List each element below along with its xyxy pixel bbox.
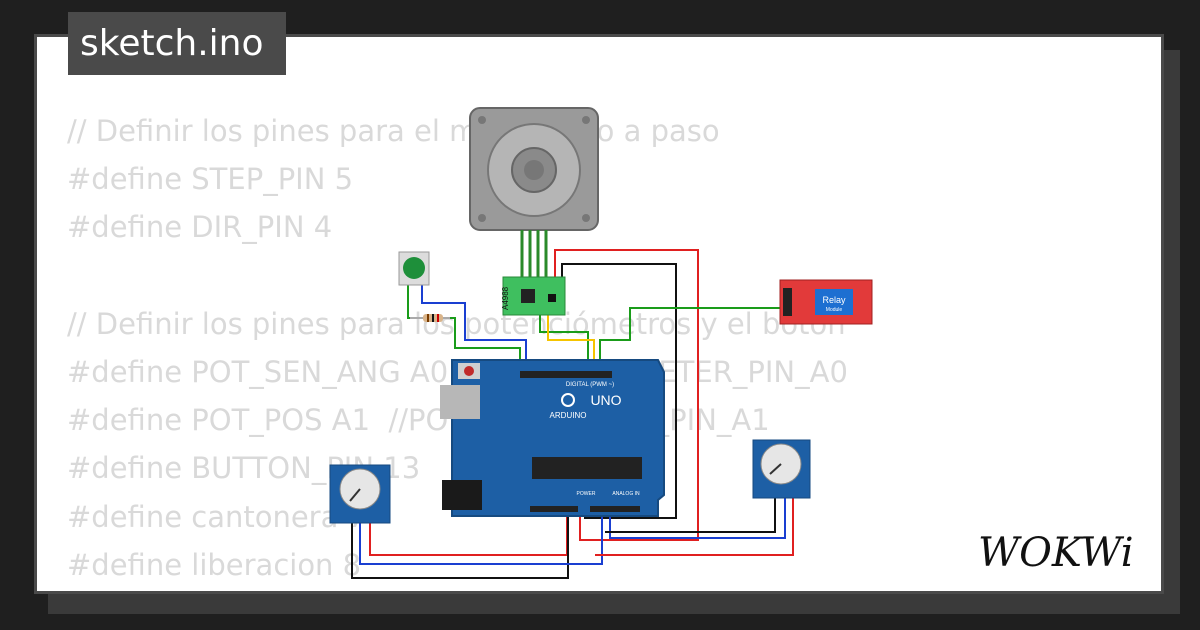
arduino-uno-board[interactable]: DIGITAL (PWM ~) UNO ARDUINO POWER ANALOG…: [440, 359, 665, 517]
arduino-model-label: UNO: [590, 392, 621, 408]
arduino-brand-label: ARDUINO: [550, 411, 587, 420]
code-line: #define BUTTON_PIN 13: [67, 451, 421, 486]
push-button[interactable]: [398, 251, 430, 286]
code-line: #define DIR_PIN 4: [67, 210, 333, 245]
wire-red-pot-left: [369, 512, 568, 556]
wire-blue-pot-right: [609, 498, 786, 539]
wire-black-pot-left: [351, 515, 569, 579]
code-line: #define STEP_PIN 5: [67, 162, 354, 197]
relay-module[interactable]: Relay Module: [779, 279, 873, 325]
digital-header-label: DIGITAL (PWM ~): [566, 382, 614, 388]
wire-blue-pot-left: [359, 512, 603, 565]
resistor: [410, 314, 450, 322]
a4988-driver[interactable]: A4988: [501, 276, 566, 316]
infinity-logo-icon: [561, 393, 575, 407]
driver-label: A4988: [501, 286, 510, 310]
relay-sub-label: Module: [826, 307, 843, 313]
wire-red-pot-right: [595, 498, 794, 556]
potentiometer-right[interactable]: [752, 439, 811, 499]
file-tab[interactable]: sketch.ino: [68, 12, 286, 75]
wire-blue-button: [421, 285, 527, 372]
wire-green-relay: [599, 307, 780, 372]
wire-black-pot-right: [605, 498, 776, 533]
power-header-label: POWER: [577, 491, 596, 497]
wire-green-button: [407, 285, 521, 372]
code-line: #define cantonera 7: [67, 499, 367, 534]
wokwi-logo: WOKWi: [978, 530, 1134, 576]
wire-red-motor: [554, 249, 699, 541]
wire-yellow-driver: [547, 315, 595, 372]
code-line: #define liberacion 8: [67, 547, 362, 582]
wire-green-driver: [539, 315, 589, 372]
stepper-motor[interactable]: [469, 107, 599, 278]
wokwi-logo-text: WOKWi: [978, 530, 1134, 576]
potentiometer-left[interactable]: [329, 464, 391, 524]
relay-label: Relay: [822, 295, 846, 305]
analog-header-label: ANALOG IN: [612, 491, 640, 497]
